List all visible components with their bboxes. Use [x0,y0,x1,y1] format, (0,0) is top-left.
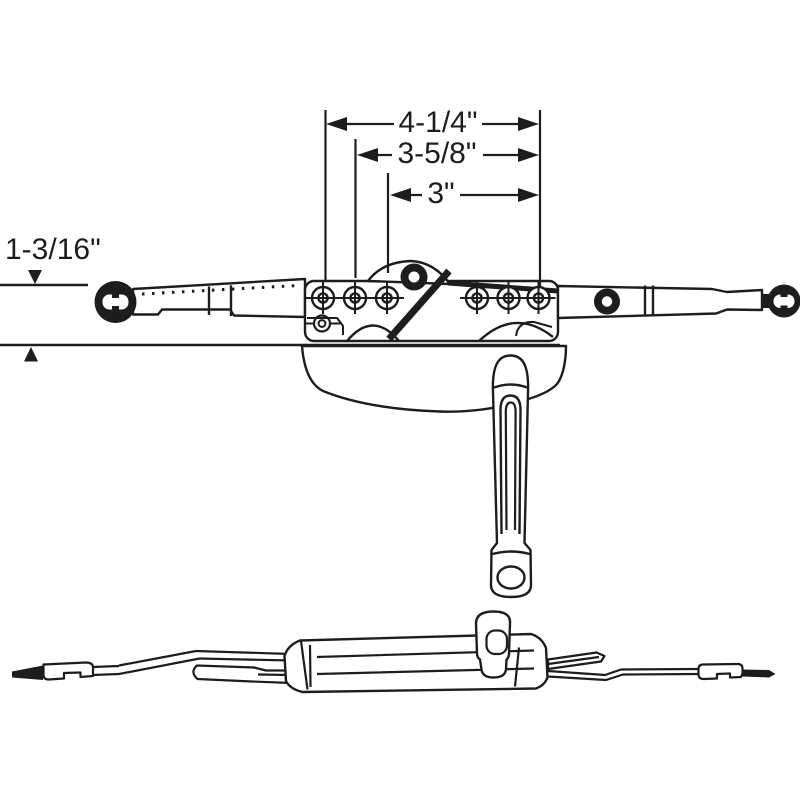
bottom-right-arm [546,651,776,682]
screw [338,282,372,314]
right-tapered-arm-line [547,655,600,666]
dimension-annotations: 4-1/4" 3-5/8" 3" 1-3/16" [5,106,542,362]
left-link-arm [94,277,307,323]
right-arm-body [556,284,764,320]
small-rivet-hole [317,319,327,328]
right-link-arm [556,284,800,320]
left-straight-arm [195,649,292,662]
arrow-left-icon [357,148,378,162]
eyelet-connector [762,294,771,308]
dimension-mid-width [357,148,539,162]
folded-knob [474,610,512,679]
handle-channel-outer [499,394,522,535]
dim-label-left-height: 1-3/16" [5,233,101,266]
mounting-screws [306,282,556,314]
arrow-up-icon [24,347,38,362]
handle-outline [489,354,533,599]
top-down-view [12,610,776,694]
left-eyelet-notch [112,293,119,298]
right-arm-pivot-hole [601,296,613,307]
right-eyelet [767,284,800,318]
dimension-inner-width [390,188,539,202]
diagonal-link [386,268,452,342]
left-eyelet-notch [112,306,119,311]
knob-top-line [492,550,530,556]
arm-serration-dots [141,284,299,296]
crank-handle [489,354,533,599]
dim-label-mid-width: 3-5/8" [397,137,476,170]
front-view [0,259,800,599]
screw [306,282,340,314]
right-eyelet-notch [780,305,788,310]
housing-left-facet [299,640,312,690]
screw [370,282,404,314]
bottom-housing [283,610,549,694]
dimension-left-height [24,270,42,362]
dim-label-total-width: 4-1/4" [398,106,477,139]
left-lower-arm [192,664,293,685]
arrow-left-icon [326,117,347,131]
pivot-rivet-hole [408,271,420,283]
dimension-total-width [326,117,539,131]
arrow-right-icon [518,117,539,131]
right-arm-tip [742,669,776,678]
small-rivet [312,314,332,333]
dim-label-inner-width: 3" [427,177,454,210]
right-step-detail [515,320,553,337]
left-step-detail [307,317,344,335]
left-link-bar [92,664,120,677]
right-eyelet-slot [773,294,795,308]
bottom-left-arm [12,649,293,685]
right-clip [697,662,744,681]
left-arm-body [131,277,307,319]
arrow-right-icon [518,148,539,162]
left-clip [42,661,95,681]
bracket-internals [306,268,554,342]
cam-arc-right [478,321,554,342]
arrow-down-icon [28,270,42,284]
mounting-bracket [303,259,560,343]
handle-knob-recess [496,565,526,590]
handle-neck-line [493,383,528,389]
screw [521,282,556,314]
screw [460,282,494,314]
arrow-left-icon [390,188,411,202]
left-eyelet-slot [102,294,129,310]
housing-right-facet [513,647,521,687]
left-arm-tip [12,665,43,680]
left-eyelet [94,281,137,323]
screw [491,282,526,314]
left-bent-arm [118,649,200,676]
right-eyelet-notch [780,293,788,297]
right-thin-arm [547,667,699,682]
handle-channel-inner [504,401,517,531]
folded-knob-recess [485,629,509,656]
arrow-right-icon [518,188,539,202]
